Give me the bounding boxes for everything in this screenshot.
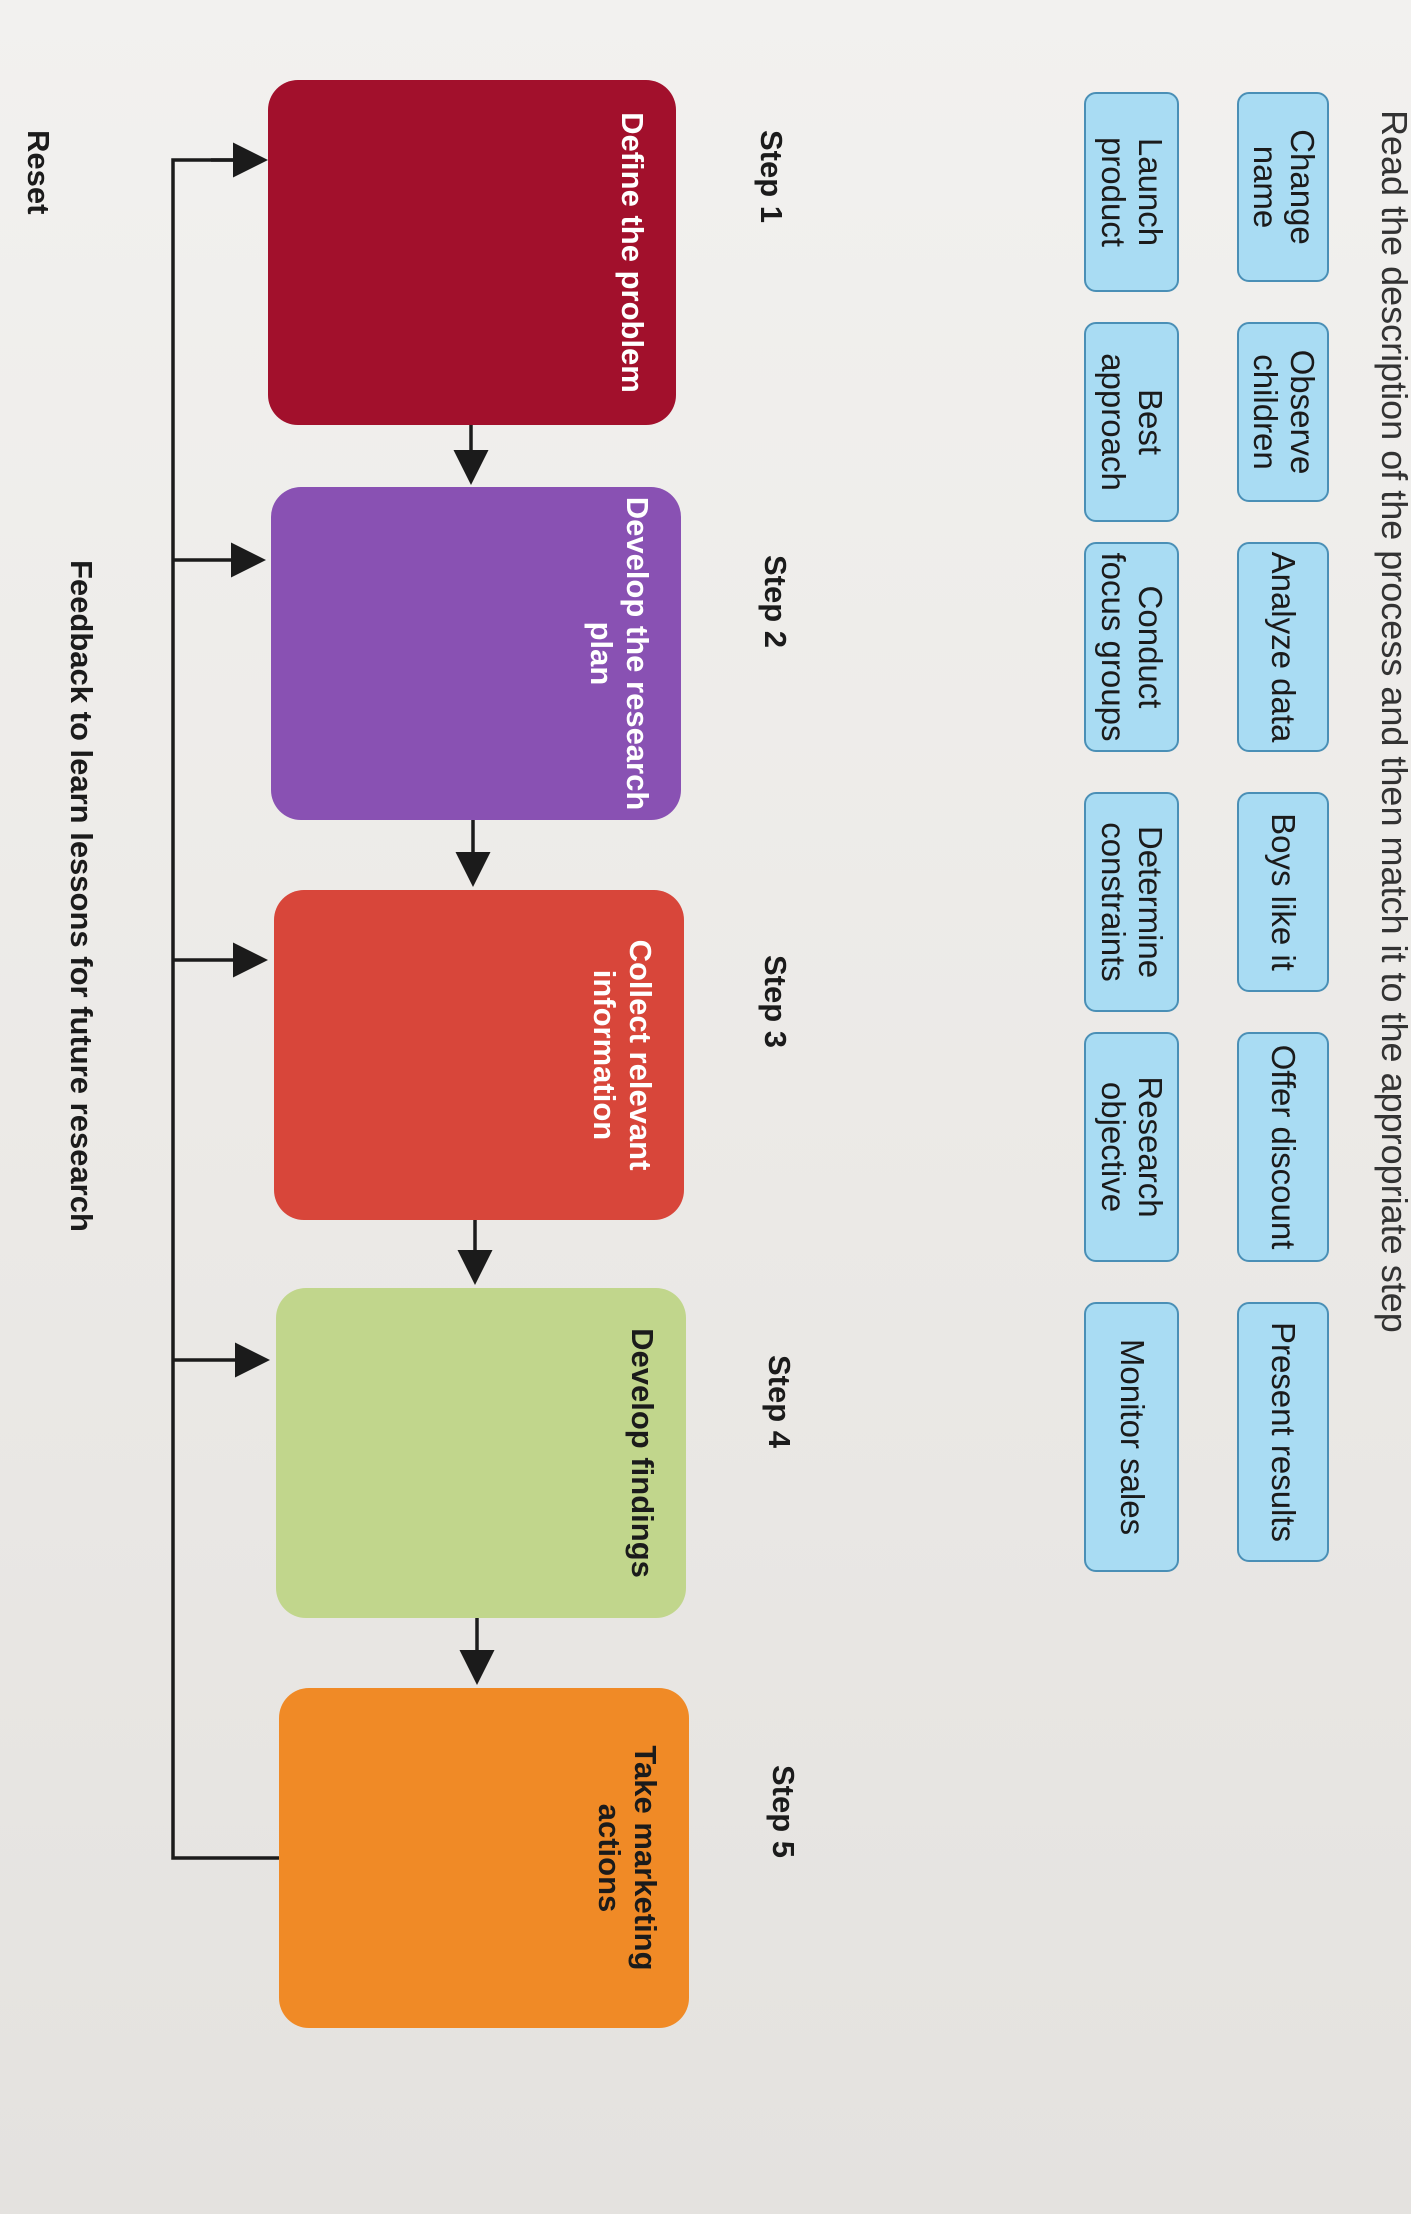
step-arrows bbox=[453, 425, 495, 1685]
feedback-loop bbox=[171, 142, 279, 1860]
reset-button[interactable]: Reset bbox=[21, 130, 56, 215]
feedback-label: Feedback to learn lessons for future res… bbox=[64, 560, 99, 1232]
feedback-loop-line bbox=[171, 158, 279, 1860]
